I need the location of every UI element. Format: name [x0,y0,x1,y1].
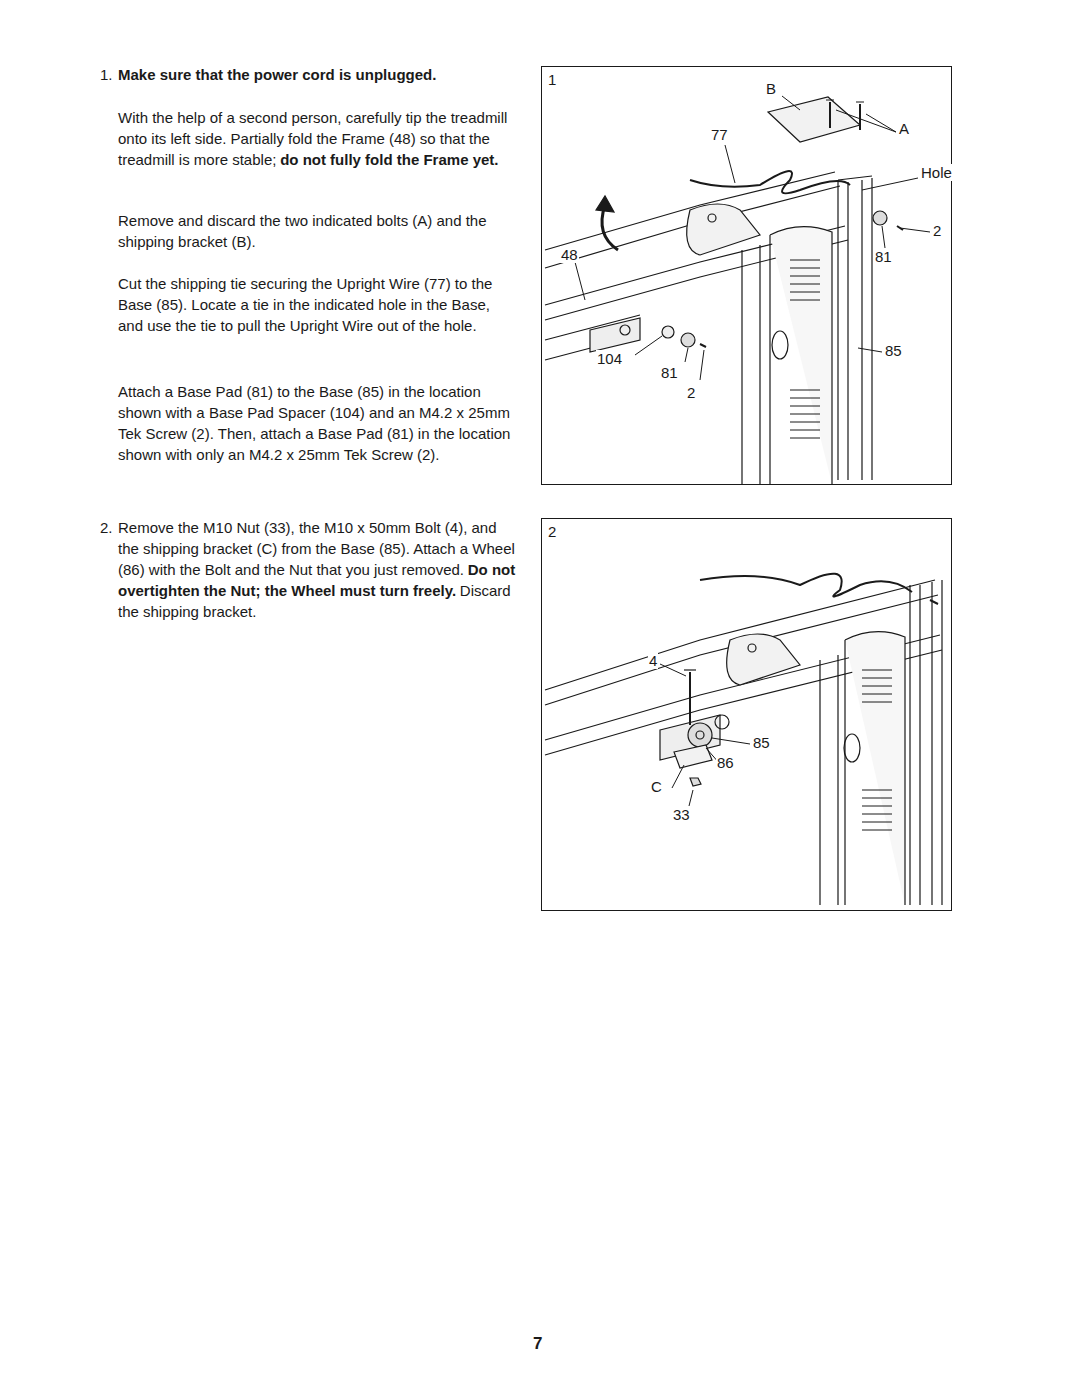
instruction-paragraph: Make sure that the power cord is unplugg… [118,64,516,85]
callout-number: 77 [710,126,729,143]
instruction-text: Make sure that the power cord is unplugg… [118,66,436,83]
callout-number: 104 [596,350,623,367]
step-label: 1. [100,64,113,85]
figure-frame: 2 [541,518,952,911]
callout-number: 33 [672,806,691,823]
instruction-text: do not fully fold the Frame yet. [280,151,498,168]
step-number: 2 [548,523,957,540]
callout-number: 2 [686,384,696,401]
instruction-text: Attach a Base Pad (81) to the Base (85) … [118,383,510,463]
callout-number: 2 [932,222,942,239]
step-label: 2. [100,517,113,538]
callout-number: 48 [560,246,579,263]
figure-frame: 1 [541,66,952,485]
callout-number: Hole [920,164,953,181]
figure-one-art [545,96,930,484]
callout-number: A [898,120,910,137]
callout-number: 81 [660,364,679,381]
callout-number: 81 [874,248,893,265]
page-number: 7 [533,1334,542,1354]
instruction-paragraph: Cut the shipping tie securing the Uprigh… [118,273,516,336]
figure-two-art [545,574,942,905]
callout-number: 86 [716,754,735,771]
instruction-paragraph: Remove and discard the two indicated bol… [118,210,516,252]
instruction-paragraph: With the help of a second person, carefu… [118,107,516,170]
instruction-text: Remove and discard the two indicated bol… [118,212,487,250]
callout-number: 85 [884,342,903,359]
callout-number: 85 [752,734,771,751]
callout-number: B [765,80,777,97]
callout-number: 4 [648,652,658,669]
instruction-text: Cut the shipping tie securing the Uprigh… [118,275,492,334]
instruction-paragraph: Attach a Base Pad (81) to the Base (85) … [118,381,516,465]
step-number: 1 [548,71,957,88]
instruction-paragraph: Remove the M10 Nut (33), the M10 x 50mm … [118,517,516,622]
callout-number: C [650,778,663,795]
instruction-text: Remove the M10 Nut (33), the M10 x 50mm … [118,519,515,578]
